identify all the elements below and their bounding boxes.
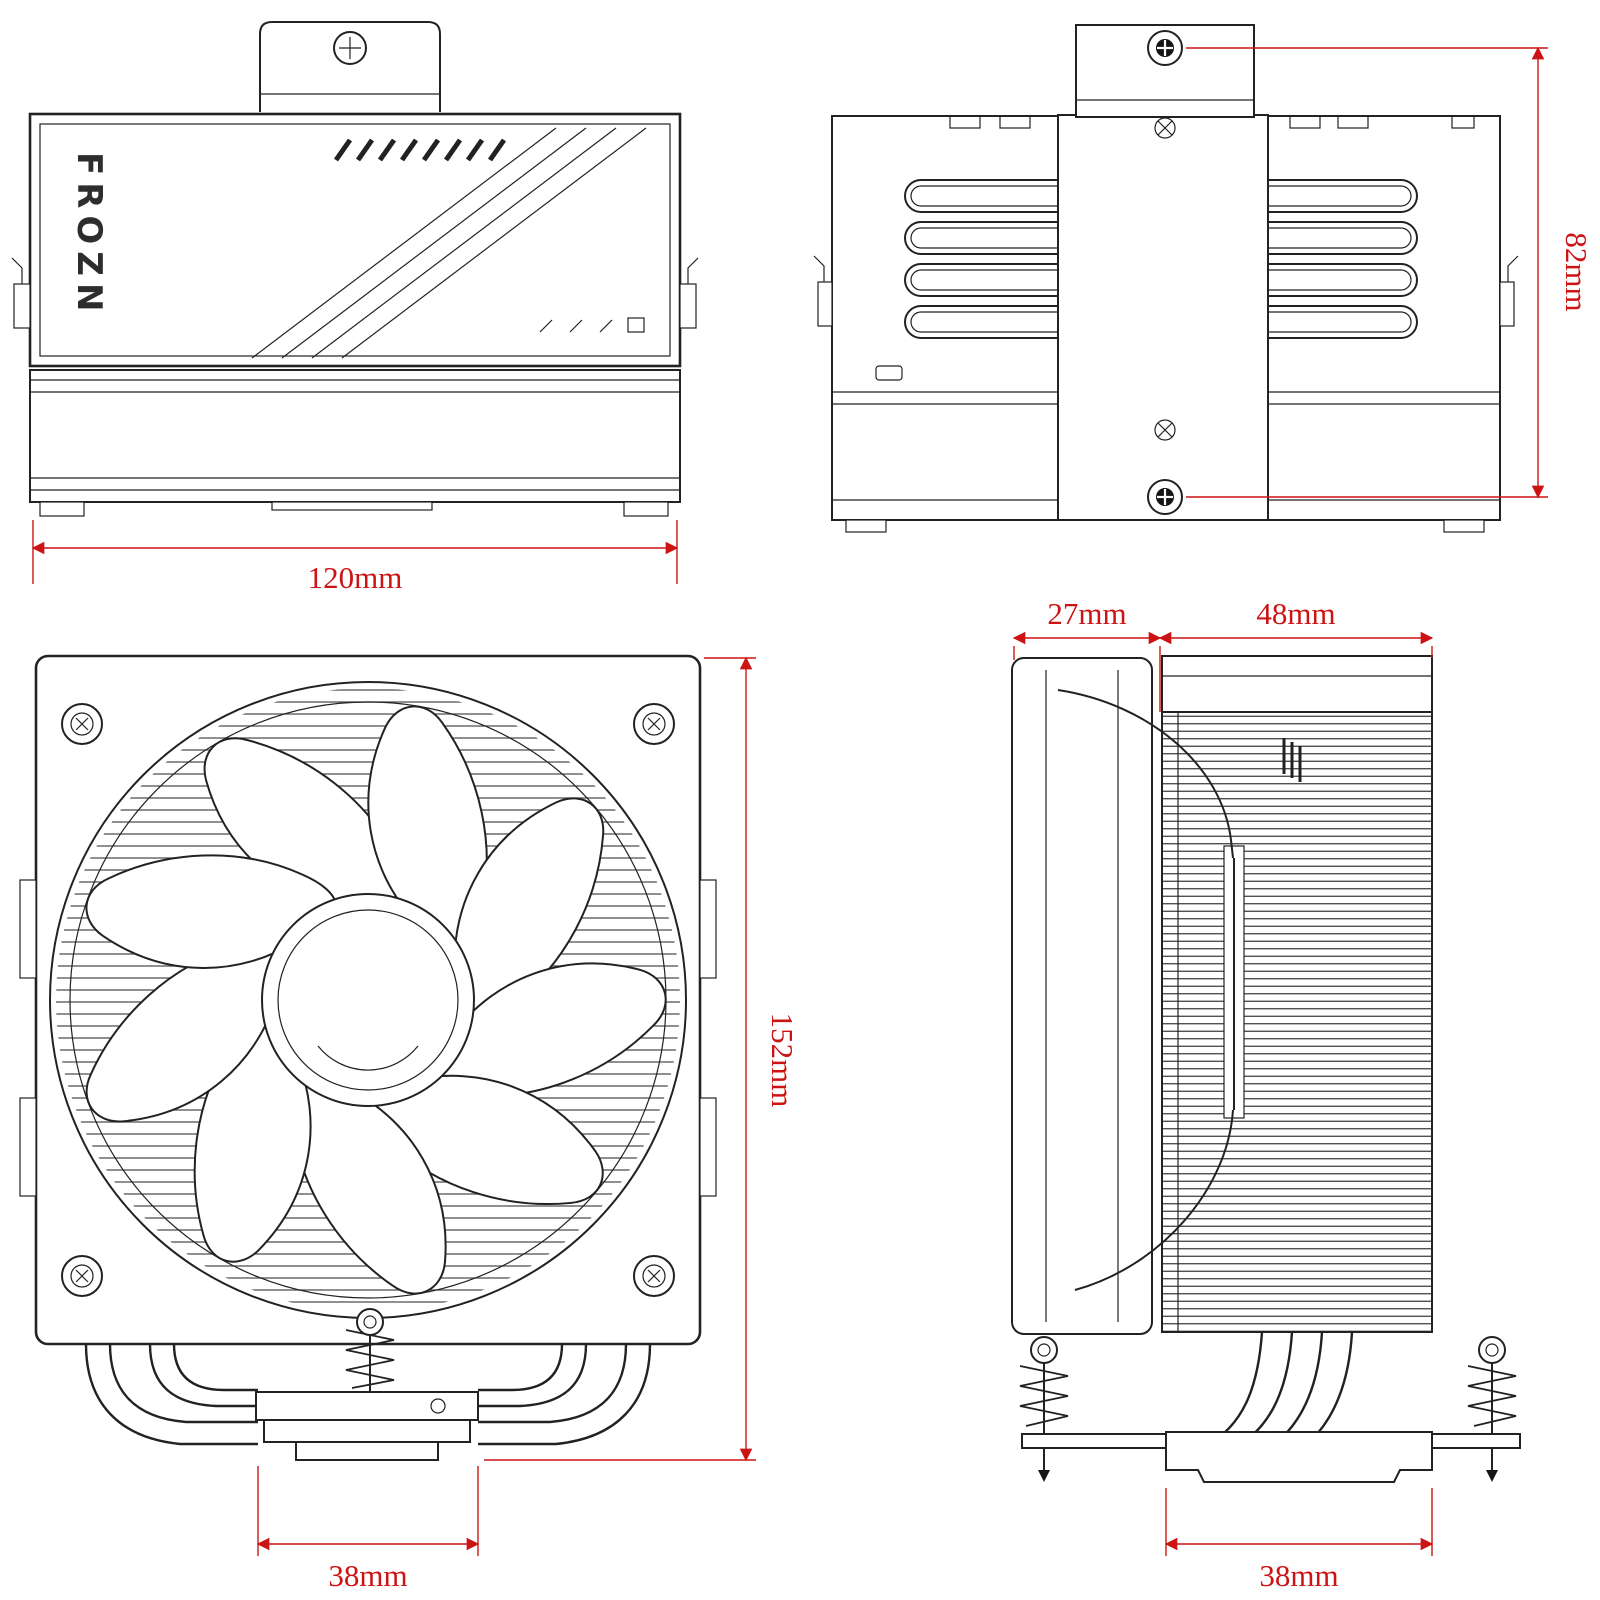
dimension-48mm: 48mm	[1158, 596, 1434, 658]
lid-diagonal-stripes	[251, 127, 647, 359]
dimension-120mm: 120mm	[31, 520, 679, 595]
dim-label-fan-depth: 27mm	[1047, 596, 1126, 631]
dimension-38mm-front: 38mm	[256, 1466, 480, 1593]
screw-icon	[333, 31, 367, 65]
top-mounting-bracket	[259, 21, 441, 112]
fan-body-top	[29, 369, 681, 517]
dim-label-fin-depth: 48mm	[1256, 596, 1335, 631]
fan-lid	[28, 112, 682, 368]
mounting-arm-left	[1021, 1433, 1167, 1449]
spring-screw-front	[345, 1308, 395, 1392]
screw-top-icon	[1147, 30, 1183, 66]
fin-tick-marks	[1282, 738, 1302, 782]
lid-slash-hatches	[333, 138, 507, 162]
rear-clip-left	[813, 255, 833, 327]
fan-side-tabs	[19, 879, 717, 1197]
fin-stack	[1161, 711, 1433, 1333]
top-plate	[1161, 655, 1433, 713]
center-tower	[1057, 114, 1269, 521]
dimension-82mm: 82mm	[1186, 46, 1594, 499]
fan-corner-screws	[61, 703, 675, 1297]
fan-frame	[34, 654, 702, 1346]
side-view	[1011, 655, 1521, 1483]
clip-wire-bottom	[1074, 1109, 1234, 1291]
dim-label-top-width: 120mm	[308, 560, 403, 595]
rear-lower-band	[832, 365, 1500, 501]
dim-label-rear-height: 82mm	[1559, 232, 1594, 311]
dimension-27mm: 27mm	[1012, 596, 1162, 712]
rear-view	[813, 24, 1519, 533]
clip-wire-top	[1057, 689, 1234, 859]
base-front	[255, 1391, 479, 1461]
fan-hub	[261, 893, 475, 1107]
dim-label-front-height: 152mm	[765, 1013, 800, 1108]
screw-small-bottom-icon	[1154, 419, 1176, 441]
spring-screw-left	[1019, 1336, 1069, 1482]
dim-label-front-base: 38mm	[328, 1558, 407, 1593]
base-side	[1165, 1431, 1433, 1483]
rear-clip-right	[1499, 255, 1519, 327]
screw-bottom-icon	[1147, 479, 1183, 515]
rear-mounting-bracket	[1075, 24, 1255, 118]
brand-logo: FROZN	[69, 152, 109, 318]
fan-side-body	[1011, 657, 1153, 1335]
mounting-arm-right	[1431, 1433, 1521, 1449]
frame-notches	[949, 115, 1475, 129]
top-view: FROZN	[11, 21, 699, 517]
front-view	[19, 654, 717, 1461]
spring-screw-right	[1467, 1336, 1517, 1482]
dimension-38mm-side: 38mm	[1164, 1488, 1434, 1593]
dimension-152mm: 152mm	[484, 656, 800, 1462]
heatpipes-front	[84, 1343, 652, 1446]
screw-small-top-icon	[1154, 117, 1176, 139]
dim-label-side-base: 38mm	[1259, 1558, 1338, 1593]
fan-clip-left	[11, 257, 31, 329]
fan-clip-right	[679, 257, 699, 329]
